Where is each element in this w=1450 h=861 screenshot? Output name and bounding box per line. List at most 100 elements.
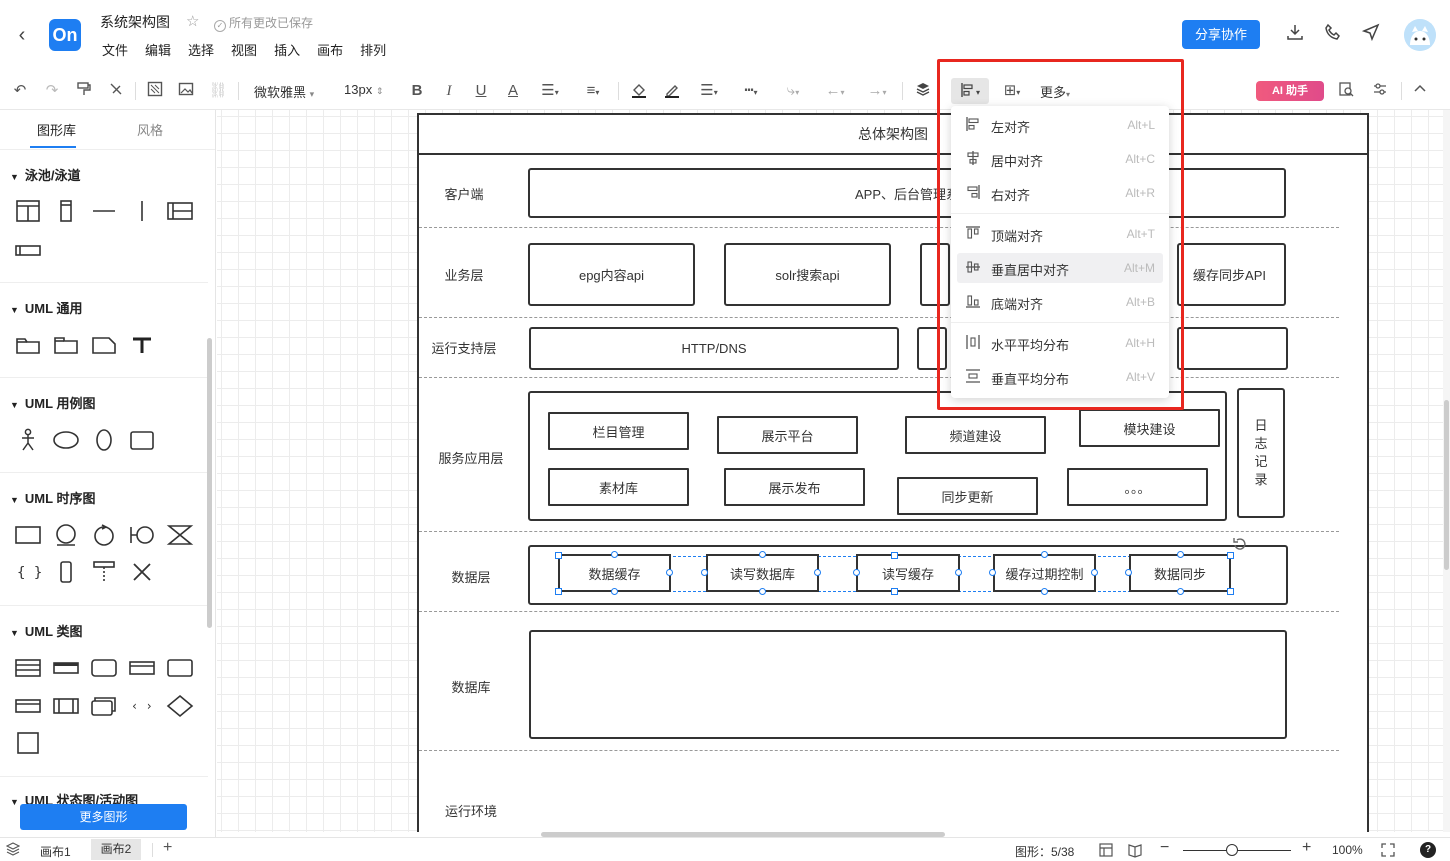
uml-actor-shape[interactable] — [14, 428, 42, 452]
material-library-box[interactable]: 素材库 — [548, 468, 689, 506]
uml-entity-shape[interactable] — [52, 523, 80, 547]
category-uml-usecase[interactable]: ▼UML 用例图 — [10, 393, 95, 412]
uml-activation-shape[interactable] — [52, 560, 80, 584]
group-icon[interactable]: ⊞▾ — [1003, 82, 1021, 99]
diagram-title[interactable]: 总体架构图 — [417, 113, 1369, 155]
settings-sliders-icon[interactable] — [1370, 81, 1390, 101]
line-height-icon[interactable]: ☰▾ — [541, 82, 559, 99]
uml-lifeline-box-shape[interactable] — [14, 523, 42, 547]
sidebar-scrollbar[interactable] — [207, 338, 212, 628]
resize-handle[interactable] — [1227, 552, 1234, 559]
uml-interface-shape[interactable] — [128, 656, 156, 680]
lane-label-runtime-support[interactable]: 运行支持层 — [431, 341, 497, 356]
link-icon[interactable]: ⛓ — [208, 82, 228, 99]
download-icon[interactable] — [1283, 22, 1307, 46]
http-dns-box[interactable]: HTTP/DNS — [529, 327, 899, 370]
more-shapes-button[interactable]: 更多图形 — [20, 804, 187, 830]
drawing-canvas[interactable]: 总体架构图 客户端 业务层 运行支持层 服务应用层 数据层 数据库 运行环境 A… — [217, 110, 1443, 832]
menu-edit[interactable]: 编辑 — [145, 43, 172, 58]
connection-point[interactable] — [1125, 569, 1132, 576]
connection-point[interactable] — [611, 551, 618, 558]
more-button[interactable]: 更多▾ — [1040, 82, 1070, 101]
tab-style[interactable]: 风格 — [137, 123, 164, 138]
uml-enum-shape[interactable] — [14, 694, 42, 718]
uml-stacked-shape[interactable] — [90, 694, 118, 718]
uml-text-shape[interactable] — [128, 333, 156, 357]
lane-label-environment[interactable]: 运行环境 — [444, 804, 497, 819]
menu-file[interactable]: 文件 — [102, 43, 129, 58]
column-management-box[interactable]: 栏目管理 — [548, 412, 689, 450]
uml-class-shape[interactable] — [14, 656, 42, 680]
undo-icon[interactable]: ↶ — [13, 82, 27, 99]
menu-item-align-middle[interactable]: 垂直居中对齐 Alt+M — [957, 253, 1163, 283]
vertical-lane-shape[interactable] — [52, 199, 80, 223]
font-family-select[interactable]: 微软雅黑 ▾ — [254, 82, 314, 101]
horizontal-separator-shape[interactable] — [90, 199, 118, 223]
runtime-box-partial[interactable] — [917, 327, 947, 370]
resize-handle[interactable] — [555, 552, 562, 559]
canvas-vertical-scroll-thumb[interactable] — [1444, 400, 1449, 570]
page-tab-1[interactable]: 画布1 — [40, 845, 71, 859]
horizontal-lane-shape[interactable] — [14, 238, 42, 262]
lane-label-business[interactable]: 业务层 — [444, 268, 484, 283]
uml-generic-shape[interactable]: ‹ › — [128, 694, 156, 718]
database-box[interactable] — [529, 630, 1287, 739]
fill-pattern-icon[interactable] — [145, 81, 165, 101]
image-icon[interactable] — [176, 81, 196, 101]
menu-item-align-right[interactable]: 右对齐 Alt+R — [957, 178, 1163, 208]
connection-point[interactable] — [1041, 588, 1048, 595]
phone-icon[interactable] — [1321, 22, 1345, 46]
uml-rounded-class-shape[interactable] — [90, 656, 118, 680]
uml-vertical-ellipse-shape[interactable] — [90, 428, 118, 452]
uml-note-shape[interactable] — [90, 333, 118, 357]
lane-label-data[interactable]: 数据层 — [451, 570, 491, 585]
lane-label-client[interactable]: 客户端 — [444, 187, 484, 202]
module-build-box[interactable]: 模块建设 — [1079, 409, 1220, 447]
vertical-separator-shape[interactable] — [128, 199, 156, 223]
share-button[interactable]: 分享协作 — [1182, 20, 1260, 49]
star-icon[interactable]: ☆ — [186, 13, 200, 30]
line-style-icon[interactable]: ┅▾ — [744, 82, 758, 99]
font-color-icon[interactable]: A — [507, 82, 518, 99]
layers-icon[interactable] — [912, 81, 934, 101]
tab-shape-library[interactable]: 图形库 — [37, 123, 77, 138]
uml-diamond-shape[interactable] — [166, 694, 194, 718]
resize-handle[interactable] — [1227, 588, 1234, 595]
solr-api-box[interactable]: solr搜索api — [724, 243, 891, 306]
arrow-end-icon[interactable]: →▾ — [867, 82, 887, 99]
category-uml-sequence[interactable]: ▼UML 时序图 — [10, 488, 95, 507]
lane-label-service[interactable]: 服务应用层 — [438, 451, 504, 466]
canvas-horizontal-scroll-thumb[interactable] — [541, 832, 945, 837]
category-uml-general[interactable]: ▼UML 通用 — [10, 298, 82, 317]
uml-class-header-shape[interactable] — [52, 656, 80, 680]
uml-lifeline-shape[interactable] — [90, 560, 118, 584]
fill-color-icon[interactable] — [628, 81, 650, 101]
horizontal-pool-shape[interactable] — [166, 199, 194, 223]
cache-sync-api-box[interactable]: 缓存同步API — [1177, 243, 1286, 306]
uml-usecase-ellipse-shape[interactable] — [52, 428, 80, 452]
uml-package-shape[interactable] — [14, 333, 42, 357]
back-arrow-icon[interactable]: ‹ — [18, 24, 26, 46]
connection-point[interactable] — [1177, 588, 1184, 595]
menu-canvas[interactable]: 画布 — [317, 43, 344, 58]
rw-database-box[interactable]: 读写数据库 — [706, 554, 819, 592]
menu-item-distribute-horizontal[interactable]: 水平平均分布 Alt+H — [957, 328, 1163, 358]
cache-expiry-box[interactable]: 缓存过期控制 — [993, 554, 1096, 592]
document-title[interactable]: 系统架构图 — [100, 14, 170, 30]
connection-point[interactable] — [611, 588, 618, 595]
align-dropdown-button[interactable]: ▾ — [951, 78, 989, 104]
connection-point[interactable] — [759, 551, 766, 558]
category-swimlane[interactable]: ▼泳池/泳道 — [10, 165, 81, 184]
menu-select[interactable]: 选择 — [188, 43, 215, 58]
clear-format-icon[interactable] — [106, 81, 126, 101]
sync-update-box[interactable]: 同步更新 — [897, 477, 1038, 515]
uml-object-shape[interactable] — [166, 656, 194, 680]
epg-api-box[interactable]: epg内容api — [528, 243, 695, 306]
ai-assistant-button[interactable]: AI 助手 — [1256, 81, 1324, 101]
add-page-icon[interactable]: + — [163, 839, 173, 856]
italic-icon[interactable]: I — [446, 83, 452, 99]
menu-view[interactable]: 视图 — [231, 43, 258, 58]
resize-handle[interactable] — [891, 588, 898, 595]
grid-view-icon[interactable] — [1098, 842, 1114, 858]
connection-point[interactable] — [853, 569, 860, 576]
